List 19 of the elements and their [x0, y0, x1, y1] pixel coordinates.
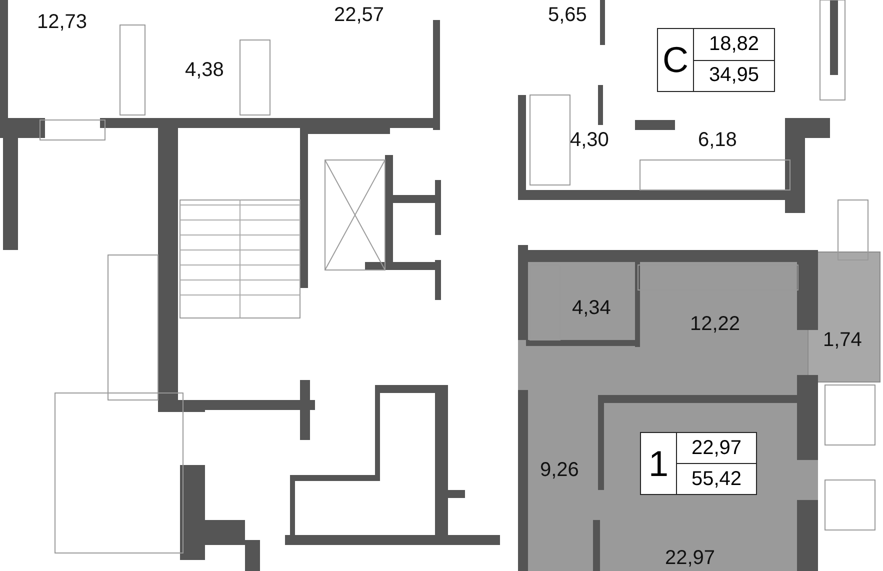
total-area-value: 55,42 [690, 466, 743, 492]
living-area-value: 22,97 [677, 433, 756, 464]
living-area-value: 18,82 [694, 29, 774, 60]
room-area-label: 22,97 [665, 548, 716, 568]
apartment-type-label: С [658, 29, 694, 91]
room-area-label: 12,22 [690, 314, 740, 334]
apartment-tag [640, 432, 757, 495]
room-area-label: 12,73 [37, 12, 88, 32]
apartment-type-label: 1 [641, 433, 677, 494]
room-area-label: 5,65 [548, 5, 587, 25]
room-area-label: 4,30 [570, 130, 609, 150]
room-area-label: 1,74 [823, 330, 862, 350]
room-area-label: 22,57 [334, 5, 384, 25]
room-area-label: 9,26 [540, 460, 579, 480]
apartment-tag [657, 28, 775, 92]
room-area-label: 4,38 [185, 60, 224, 80]
room-area-label: 6,18 [698, 130, 737, 150]
total-area-value: 34,95 [708, 63, 760, 88]
room-area-label: 4,34 [572, 298, 611, 318]
